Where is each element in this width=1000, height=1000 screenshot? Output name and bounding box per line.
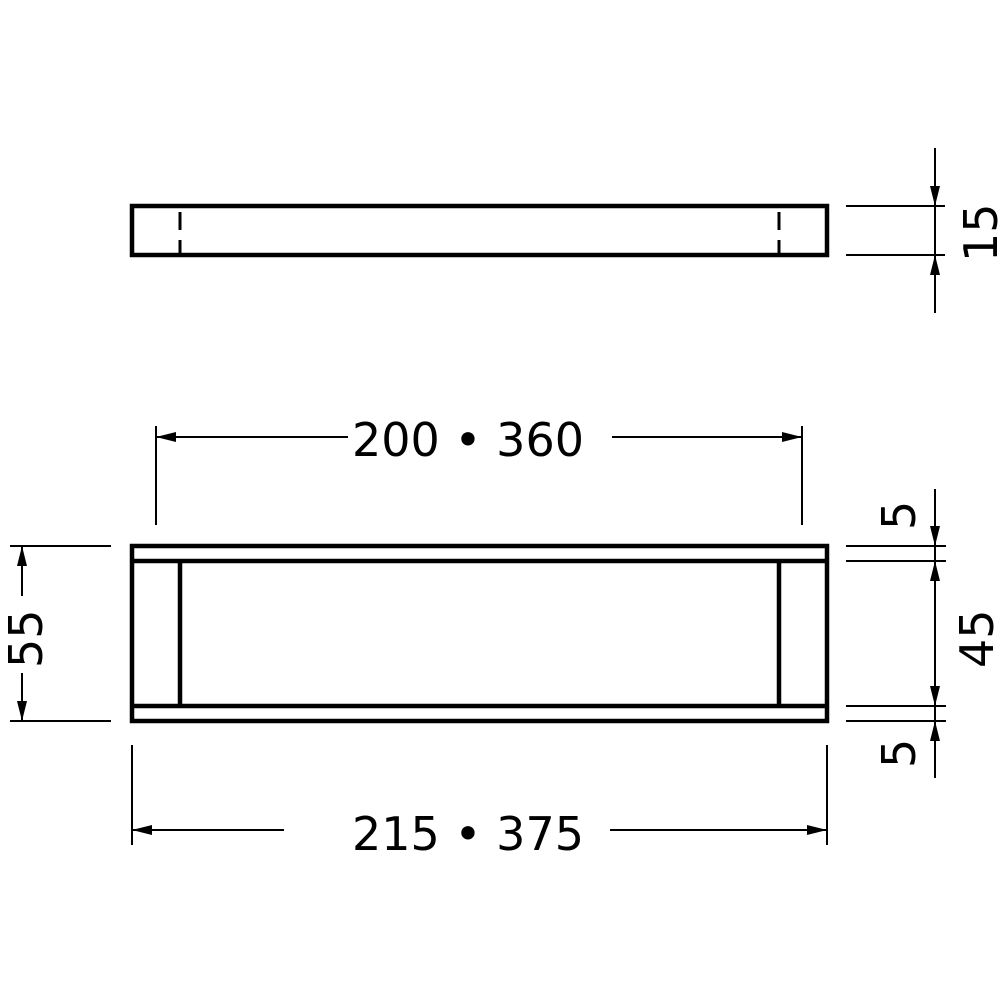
front-view: 200 • 360 215 • 375 55 5 45 5 xyxy=(0,413,1000,861)
top-rail-label: 5 xyxy=(872,501,926,530)
inner-width-label: 200 • 360 xyxy=(352,413,584,467)
outer-width-label: 215 • 375 xyxy=(352,807,584,861)
thickness-dimension-label: 15 xyxy=(954,203,1000,262)
side-view: 15 xyxy=(129,148,1000,313)
total-height-label: 55 xyxy=(0,609,53,668)
inner-height-label: 45 xyxy=(950,609,1000,668)
side-view-outline xyxy=(129,203,830,258)
frame-outline xyxy=(129,543,830,724)
bottom-rail-label: 5 xyxy=(872,739,926,768)
